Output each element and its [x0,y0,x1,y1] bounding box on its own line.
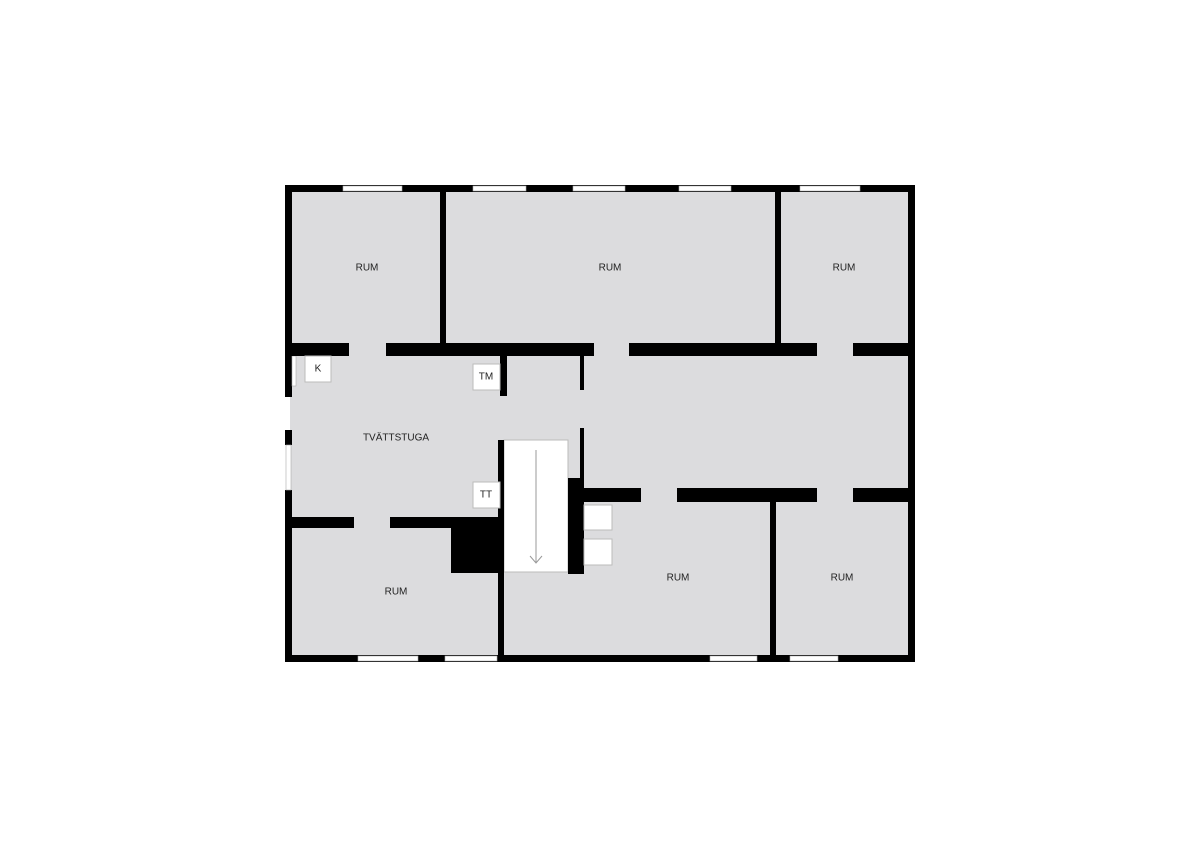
fixture-k [304,355,332,383]
fixture-k-label: K [315,364,322,375]
stair-arrowhead-icon [529,555,543,564]
room-label: RUM [667,573,690,584]
room-label: RUM [831,573,854,584]
fixture-tt-label: TT [480,490,492,501]
room-label: RUM [833,263,856,274]
fixture-tm [472,363,501,391]
room-label: RUM [385,587,408,598]
room-label: RUM [599,263,622,274]
floor [290,190,910,658]
fixture-tm-label: TM [479,372,493,383]
room-label-tvattstuga: TVÄTTSTUGA [363,432,429,444]
interior-walls [290,190,910,657]
fixture-tt [472,481,501,509]
cabinet [583,504,613,531]
windows [285,185,861,662]
room-label: RUM [356,263,379,274]
cabinet [583,538,613,566]
